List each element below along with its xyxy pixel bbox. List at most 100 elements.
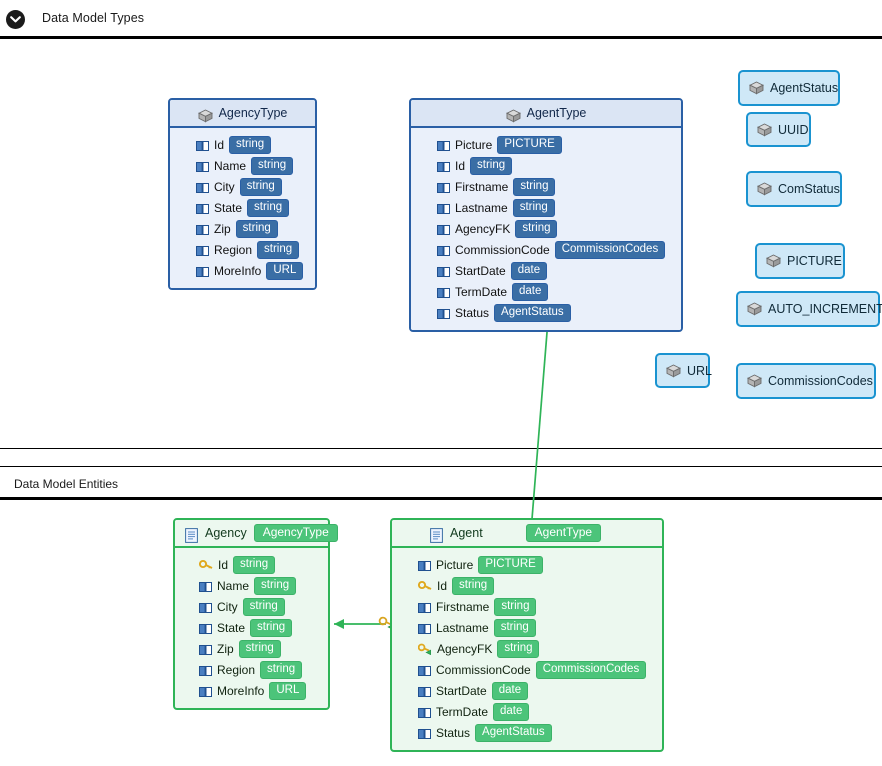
type-chip-url[interactable]: URL (655, 353, 712, 388)
field-icon (196, 266, 209, 277)
field-type-badge: string (515, 219, 558, 238)
type-node-header: AgencyType (170, 100, 315, 128)
field-row[interactable]: Id string (392, 575, 662, 596)
field-row[interactable]: Picture PICTURE (411, 134, 681, 155)
field-icon (199, 602, 212, 613)
field-name: Id (218, 557, 229, 572)
field-name: AgencyFK (455, 221, 511, 236)
field-row[interactable]: Region string (175, 659, 328, 680)
field-row[interactable]: Picture PICTURE (392, 554, 662, 575)
field-row[interactable]: City string (170, 176, 315, 197)
field-row[interactable]: MoreInfo URL (175, 680, 328, 701)
document-icon (430, 526, 443, 543)
type-node-fields: Picture PICTURE Id string Firstname stri… (411, 128, 681, 330)
field-type-badge: date (510, 261, 548, 280)
field-row[interactable]: State string (170, 197, 315, 218)
field-row[interactable]: Lastname string (392, 617, 662, 638)
field-name: Status (436, 725, 471, 740)
type-node-title: AgencyType (218, 106, 288, 120)
field-row[interactable]: StartDate date (411, 260, 681, 281)
field-row[interactable]: Name string (170, 155, 315, 176)
field-row[interactable]: Lastname string (411, 197, 681, 218)
type-chip-label: AUTO_INCREMENT (768, 302, 882, 316)
field-type-badge: string (493, 618, 536, 637)
type-chip-label: UUID (778, 122, 809, 137)
field-row[interactable]: AgencyFK string (411, 218, 681, 239)
page-title: Data Model Types (42, 11, 145, 25)
type-chip-auto-increment[interactable]: AUTO_INCREMENT (736, 291, 882, 327)
field-row[interactable]: Status AgentStatus (392, 722, 662, 743)
type-node-agenttype[interactable]: AgentType Picture PICTURE Id string Firs… (409, 98, 683, 332)
field-row[interactable]: MoreInfo URL (170, 260, 315, 281)
type-chip-commissioncodes[interactable]: CommissionCodes (736, 363, 876, 399)
field-name: Firstname (455, 179, 509, 194)
field-name: StartDate (436, 683, 487, 698)
field-type-badge: string (452, 576, 495, 595)
field-row[interactable]: StartDate date (392, 680, 662, 701)
field-name: Name (217, 578, 250, 593)
field-icon (437, 140, 450, 151)
field-row[interactable]: State string (175, 617, 328, 638)
field-icon (418, 686, 431, 697)
cube-icon (665, 363, 682, 378)
field-row[interactable]: AgencyFK string (392, 638, 662, 659)
field-row[interactable]: Id string (175, 554, 328, 575)
field-icon (437, 266, 450, 277)
field-name: TermDate (436, 704, 489, 719)
field-row[interactable]: Id string (170, 134, 315, 155)
field-row[interactable]: Name string (175, 575, 328, 596)
field-name: CommissionCode (436, 662, 531, 677)
field-icon (196, 182, 209, 193)
field-row[interactable]: Region string (170, 239, 315, 260)
type-chip-uuid[interactable]: UUID (746, 112, 811, 147)
cube-icon (746, 374, 763, 388)
field-icon (437, 224, 450, 235)
field-name: State (217, 620, 246, 635)
field-row[interactable]: Firstname string (392, 596, 662, 617)
field-type-badge: string (513, 177, 556, 196)
field-type-badge: string (470, 156, 513, 175)
field-name: Region (217, 662, 256, 677)
field-icon (196, 161, 209, 172)
field-type-badge: PICTURE (497, 135, 562, 154)
cube-icon (756, 182, 773, 196)
connector-agenttype-agent (531, 319, 549, 520)
field-row[interactable]: TermDate date (411, 281, 681, 302)
field-icon (196, 140, 209, 151)
field-name: Lastname (436, 620, 489, 635)
type-chip-agentstatus[interactable]: AgentStatus (738, 70, 840, 106)
type-chip-comstatus[interactable]: ComStatus (746, 171, 842, 207)
field-name: AgencyFK (437, 641, 493, 656)
field-name: MoreInfo (217, 683, 265, 698)
entity-node-fields: Picture PICTURE Id string Firstname stri… (392, 548, 662, 750)
section-header-types: Data Model Types (0, 0, 882, 38)
field-icon (196, 224, 209, 235)
field-row[interactable]: City string (175, 596, 328, 617)
field-icon (437, 287, 450, 298)
field-icon (418, 665, 431, 676)
field-name: Zip (214, 221, 231, 236)
document-icon (185, 526, 198, 543)
field-row[interactable]: TermDate date (392, 701, 662, 722)
field-type-badge: string (247, 198, 290, 217)
field-row[interactable]: CommissionCode CommissionCodes (411, 239, 681, 260)
field-icon (196, 245, 209, 256)
field-row[interactable]: Zip string (175, 638, 328, 659)
field-row[interactable]: CommissionCode CommissionCodes (392, 659, 662, 680)
field-row[interactable]: Id string (411, 155, 681, 176)
field-row[interactable]: Firstname string (411, 176, 681, 197)
type-chip-picture[interactable]: PICTURE (755, 243, 845, 279)
field-icon (437, 203, 450, 214)
chevron-down-icon[interactable] (6, 10, 25, 29)
entity-node-agent[interactable]: Agent AgentType Picture PICTURE Id strin… (390, 518, 664, 752)
type-node-agencytype[interactable]: AgencyType Id string Name string City st… (168, 98, 317, 290)
field-row[interactable]: Zip string (170, 218, 315, 239)
entity-node-agency[interactable]: Agency AgencyType Id string Name string … (173, 518, 338, 710)
field-row[interactable]: Status AgentStatus (411, 302, 681, 323)
type-chip-label: ComStatus (778, 182, 840, 196)
field-name: Picture (436, 557, 474, 572)
field-type-badge: URL (269, 681, 307, 700)
key-icon (417, 580, 432, 592)
type-chip-label: AgentStatus (770, 81, 839, 95)
field-type-badge: string (235, 219, 278, 238)
